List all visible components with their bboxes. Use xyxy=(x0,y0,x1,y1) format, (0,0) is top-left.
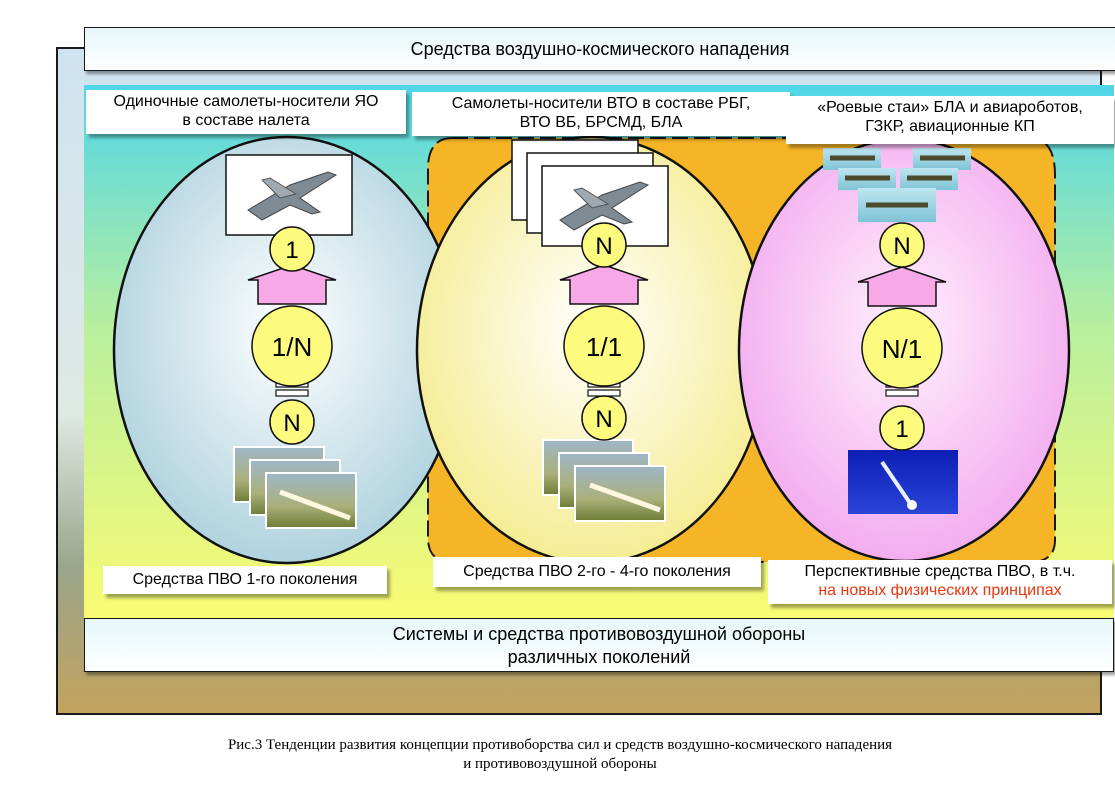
circle-ratio-1-label: 1/N xyxy=(272,332,312,362)
circle-ratio-2-label: 1/1 xyxy=(586,332,622,362)
attack-label-2-line1: Самолеты-носители ВТО в составе РБГ, xyxy=(451,95,751,112)
defense-label-3: Перспективные средства ПВО, в т.ч. на но… xyxy=(768,560,1112,604)
circle-top-1-label: 1 xyxy=(285,237,298,264)
bottom-band: Системы и средства противовоздушной обор… xyxy=(84,618,1114,672)
defense-label-3-line1: Перспективные средства ПВО, в т.ч. xyxy=(804,563,1076,580)
circle-ratio-1 xyxy=(251,305,333,387)
defense-label-2-line1: Средства ПВО 2-го - 4-го поколения xyxy=(463,563,731,580)
top-band-text: Средства воздушно-космического нападения xyxy=(410,39,790,59)
circle-bottom-1 xyxy=(269,399,315,445)
circle-bottom-3 xyxy=(879,405,925,451)
attack-label-2-line2: ВТО ВБ, БРСМД, БЛА xyxy=(519,114,683,131)
arrow-up-2 xyxy=(559,264,649,305)
defense-label-3-line2: на новых физических принципах xyxy=(818,582,1062,599)
circle-bottom-2-label: N xyxy=(595,406,612,433)
defense-label-1: Средства ПВО 1-го поколения xyxy=(103,566,387,594)
laser-weapon-picture xyxy=(848,450,958,514)
arrow-up-1 xyxy=(247,264,337,305)
circle-bottom-2 xyxy=(581,395,627,441)
circle-bottom-3-label: 1 xyxy=(895,416,908,443)
attack-label-1-line2: в составе налета xyxy=(182,112,310,129)
circle-top-2 xyxy=(581,222,627,268)
figure-caption-line2: и противовоздушной обороны xyxy=(463,756,657,772)
circle-bottom-1-label: N xyxy=(283,410,300,437)
circle-top-3-label: N xyxy=(893,233,910,260)
circle-ratio-3-label: N/1 xyxy=(882,334,922,364)
attack-label-1-line1: Одиночные самолеты-носители ЯО xyxy=(113,93,379,110)
top-band: Средства воздушно-космического нападения xyxy=(84,27,1115,71)
figure-caption-line1: Рис.3 Тенденции развития концепции проти… xyxy=(227,737,893,753)
defense-label-2: Средства ПВО 2-го - 4-го поколения xyxy=(433,557,761,587)
jet-picture-stack-2 xyxy=(511,139,669,247)
drone-swarm-pictures xyxy=(823,148,971,222)
circle-ratio-2 xyxy=(563,305,645,387)
circle-top-2-label: N xyxy=(595,233,612,260)
attack-label-2: Самолеты-носители ВТО в составе РБГ, ВТО… xyxy=(412,92,790,136)
circle-top-1 xyxy=(269,226,315,272)
figure-caption: Рис.3 Тенденции развития концепции проти… xyxy=(100,736,1020,774)
arrow-up-3 xyxy=(857,266,947,307)
defense-label-1-line1: Средства ПВО 1-го поколения xyxy=(132,571,358,588)
bottom-band-line1: Системы и средства противовоздушной обор… xyxy=(392,624,806,644)
missile-photo-stack-1 xyxy=(233,446,357,529)
bottom-band-line2: различных поколений xyxy=(507,647,691,667)
missile-photo-stack-2 xyxy=(542,439,666,522)
attack-label-3-line1: «Роевые стаи» БЛА и авиароботов, xyxy=(817,99,1083,116)
attack-label-3-line2: ГЗКР, авиационные КП xyxy=(865,118,1035,135)
jet-picture-1 xyxy=(225,154,353,236)
circle-top-3 xyxy=(879,222,925,268)
attack-label-1: Одиночные самолеты-носители ЯО в составе… xyxy=(86,90,406,134)
circle-ratio-3 xyxy=(861,307,943,389)
attack-label-3: «Роевые стаи» БЛА и авиароботов, ГЗКР, а… xyxy=(786,96,1114,144)
